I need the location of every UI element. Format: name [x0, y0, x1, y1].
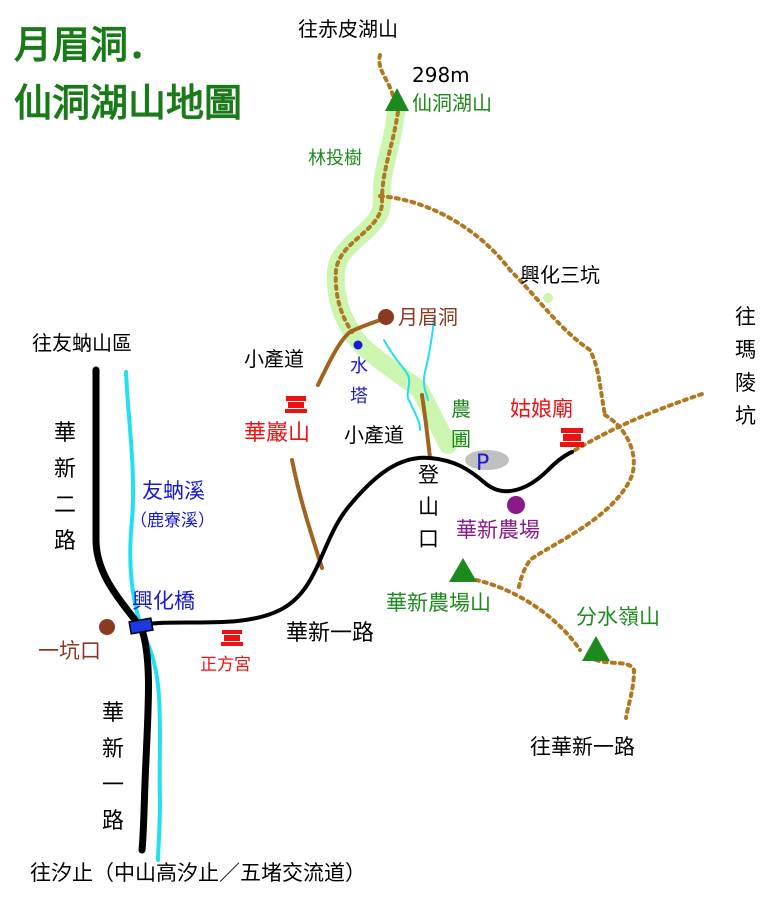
huaxin-farm-mt-icon: [449, 558, 477, 582]
stream-east: [422, 317, 435, 401]
parking-label: P: [476, 451, 489, 476]
label-luliao-creek: （鹿寮溪）: [130, 511, 215, 531]
label-trailhead-2: 山: [418, 495, 439, 519]
label-to-mali-2: 瑪: [735, 338, 756, 362]
label-youna-creek: 友蚋溪: [142, 479, 205, 503]
label-yikeng-kou: 一坑口: [38, 639, 101, 663]
label-to-xizhi: 往汐止（中山高汐止／五堵交流道）: [30, 861, 366, 885]
trail-to-chipi-lake: [377, 53, 396, 102]
label-to-mali-3: 陵: [735, 371, 756, 395]
label-to-younashan: 往友蚋山區: [32, 331, 132, 355]
trail-xinghua-pit3: [378, 194, 607, 417]
label-huaxin-rd2-4: 路: [54, 529, 76, 554]
label-huayan-mountain: 華巖山: [244, 421, 310, 446]
label-industrial-road-1: 小產道: [244, 347, 304, 371]
label-yuemei-cave: 月眉洞: [398, 305, 458, 329]
solid-trails: [290, 316, 432, 570]
label-tower: 塔: [350, 386, 368, 407]
label-forest-trail: 林投樹: [308, 148, 362, 169]
xiandong-peak-icon: [385, 88, 409, 111]
label-fenshui-ridge: 分水嶺山: [576, 605, 660, 629]
label-huaxin-rd2-1: 華: [54, 421, 76, 446]
parking-marker: P: [465, 450, 509, 476]
road-huaxin-1st: [138, 450, 574, 627]
label-xinghua-pit3: 興化三坑: [520, 263, 600, 287]
farm-highlight: [440, 432, 464, 448]
ridge-trail: [333, 110, 400, 334]
label-elevation: 298m: [412, 63, 470, 87]
label-zhengfang-temple: 正方宮: [200, 655, 251, 675]
xinghua-pit3-dot: [543, 293, 553, 303]
label-to-huaxin-rd1: 往華新一路: [530, 735, 635, 759]
label-huaxin-rd1v-3: 一: [102, 773, 124, 798]
label-trailhead-3: 口: [418, 527, 439, 551]
label-huaxin-farm-mt: 華新農場山: [386, 591, 491, 615]
stream-west: [383, 339, 421, 431]
label-water: 水: [350, 356, 368, 377]
huayan-temple-icon: [285, 396, 307, 413]
label-xiandong-peak: 仙洞湖山: [412, 91, 492, 115]
xinghua-bridge-marker: [128, 617, 154, 635]
label-trailhead-1: 登: [418, 463, 439, 487]
label-industrial-road-2: 小產道: [344, 423, 404, 447]
trail-to-huaxin-rd1: [594, 658, 637, 720]
label-guniang-temple: 姑娘廟: [510, 397, 573, 421]
trail-east-loop: [516, 413, 636, 592]
label-huaxin-rd1v-2: 新: [102, 737, 124, 762]
fenshui-ridge-icon: [582, 636, 610, 661]
map-title-line1: 月眉洞．: [14, 23, 166, 67]
label-huaxin-rd1v-1: 華: [102, 701, 124, 726]
label-to-mali-1: 往: [735, 305, 756, 329]
trail-farm-mt-fenshui: [474, 578, 582, 652]
huayan-trail: [290, 458, 324, 570]
huaxin-farm-icon: [507, 496, 525, 514]
label-xinghua-bridge: 興化橋: [132, 589, 195, 613]
label-farm-2: 圃: [451, 427, 471, 451]
water-tower-icon: [353, 340, 363, 350]
guniang-temple-icon: [560, 428, 584, 447]
label-huaxin-rd2-2: 新: [54, 457, 76, 482]
industrial-road-south: [420, 393, 432, 460]
label-huaxin-farm: 華新農場: [456, 518, 540, 542]
label-huaxin-rd1: 華新一路: [286, 621, 374, 646]
label-huaxin-rd1v-4: 路: [102, 809, 124, 834]
label-farm-1: 農: [451, 397, 471, 421]
label-to-mali-4: 坑: [735, 404, 756, 428]
zhengfang-temple-icon: [221, 630, 243, 646]
trail-to-mali: [573, 391, 707, 452]
map-title-line2: 仙洞湖山地圖: [14, 81, 242, 125]
label-huaxin-rd2-3: 二: [54, 493, 76, 518]
dotted-trails: [333, 53, 707, 720]
yuemei-cave-icon: [378, 309, 394, 325]
label-to-chipi-lake: 往赤皮湖山: [298, 17, 398, 41]
streams: [383, 317, 435, 431]
industrial-road-north: [316, 316, 388, 387]
yikeng-kou-icon: [99, 619, 115, 635]
